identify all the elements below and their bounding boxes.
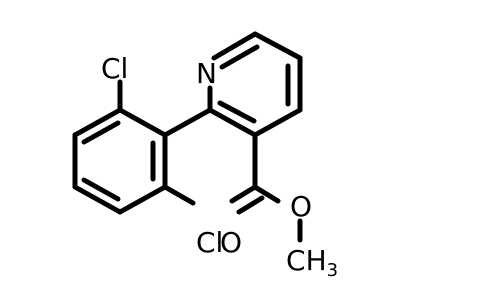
bond-a2-a3-double — [81, 120, 121, 145]
methyl-ester-group — [229, 132, 303, 243]
bond-c3-c2-double — [217, 100, 257, 124]
bond-a2-a3 — [72, 107, 123, 138]
bond-c4-c3 — [252, 107, 303, 138]
methyl-carbon: C — [286, 244, 306, 277]
bond-c3-c2 — [207, 107, 258, 138]
bond-n1-c6 — [211, 31, 258, 61]
atom-label-chlorine-bottom: Cl — [196, 226, 223, 259]
bond-c6-c5 — [252, 31, 303, 61]
atom-label-oxygen-carbonyl: O — [220, 226, 242, 259]
bond-a6-cl-bottom — [162, 184, 196, 206]
bond-n1-c6-double — [219, 44, 260, 70]
atom-label-methyl: CH3 — [286, 244, 338, 281]
atom-label-chlorine-top: Cl — [101, 52, 128, 85]
bond-carbonyl-o-double-a — [229, 184, 258, 204]
methyl-hydrogen: H — [306, 244, 327, 277]
methyl-subscript: 3 — [327, 260, 338, 281]
bond-carbonyl-o-ester — [252, 184, 281, 204]
dichlorophenyl-ring — [72, 107, 168, 215]
bond-a4-a5-double — [81, 177, 121, 202]
bond-a1-a2 — [117, 107, 168, 138]
atom-label-nitrogen: N — [196, 57, 217, 90]
atom-label-oxygen-ester: O — [290, 190, 312, 223]
bond-a5-a6 — [117, 184, 168, 215]
bond-a4-a5 — [72, 184, 123, 215]
pyridine-ring — [207, 31, 303, 138]
bond-c2-aryl — [162, 107, 213, 138]
bond-carbonyl-o-double-b — [236, 195, 265, 215]
